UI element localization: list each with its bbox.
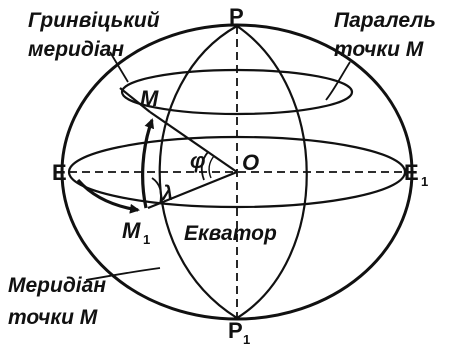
phi-angle-arc-inner <box>208 155 215 179</box>
east1-subscript: 1 <box>421 174 428 189</box>
phi-label: φ <box>190 148 205 173</box>
lambda-angle-arc <box>151 177 162 205</box>
greenwich-label-line2: меридіан <box>28 38 124 61</box>
longitude-arrow <box>76 178 140 214</box>
point-m1-subscript: 1 <box>143 232 150 247</box>
center-label: O <box>242 150 259 175</box>
point-m-label: M <box>140 86 159 111</box>
meridian-label-line1: Меридіан <box>8 274 106 297</box>
greenwich-label-line1: Гринвіцький <box>28 9 160 32</box>
pole-north-label: P <box>229 4 244 29</box>
lambda-label: λ <box>161 183 173 205</box>
latitude-arrow <box>141 118 155 209</box>
east-label: E <box>52 160 67 185</box>
east1-label: E <box>404 160 419 185</box>
pole-south-label: P <box>228 318 243 343</box>
radius-om1 <box>147 170 238 210</box>
greenwich-leader <box>109 51 129 83</box>
meridian-leader <box>85 267 161 281</box>
parallel-leader <box>325 61 351 101</box>
equator-label: Екватор <box>184 222 277 245</box>
radius-om <box>149 111 238 173</box>
point-m1-label: M <box>122 218 141 243</box>
meridian-label-line2: точки М <box>8 306 98 329</box>
parallel-label-line1: Паралель <box>334 9 436 32</box>
phi-angle-arc <box>200 151 209 181</box>
sphere-outline <box>60 23 414 321</box>
greenwich-meridian <box>158 25 238 319</box>
parallel-label-line2: точки М <box>334 38 424 61</box>
m-to-parallel <box>119 87 151 113</box>
pole-south-subscript: 1 <box>243 332 250 347</box>
meridian-of-m <box>236 25 308 319</box>
